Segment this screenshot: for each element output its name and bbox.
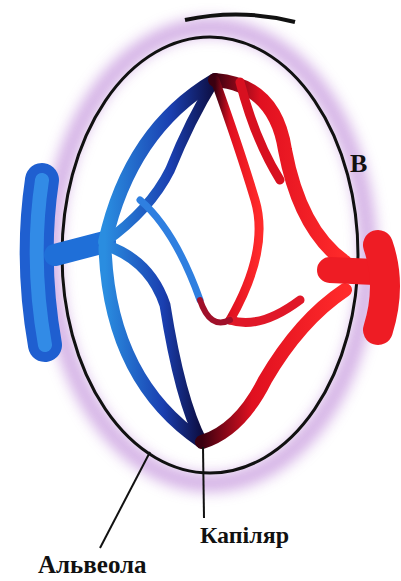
part-label: Альвеола — [38, 551, 147, 579]
part-label: Капіляр — [200, 522, 289, 548]
leader-line — [100, 452, 150, 548]
alveolus-haze — [52, 27, 368, 483]
blue-capillaries — [37, 80, 215, 442]
letter-label: В — [350, 150, 367, 179]
top-arc — [185, 14, 295, 22]
leader-line — [203, 447, 204, 518]
alveolus-wall — [62, 37, 358, 473]
red-capillaries — [200, 80, 385, 442]
